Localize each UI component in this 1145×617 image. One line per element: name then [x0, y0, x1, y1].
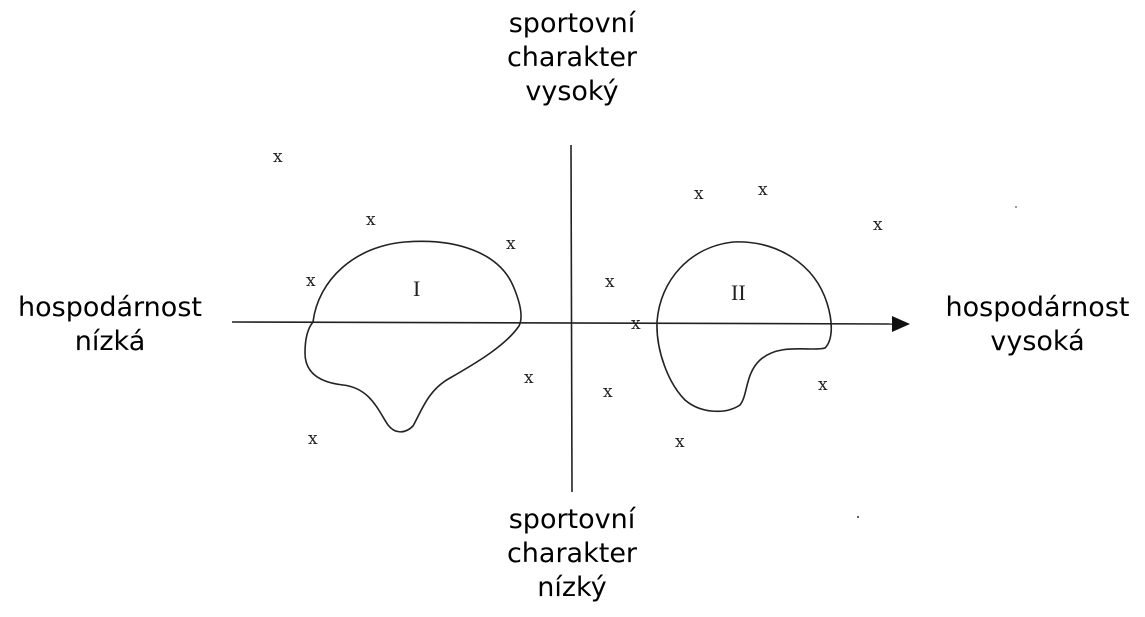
- cluster-one-label: I: [413, 276, 420, 301]
- horizontal-axis-left-label: hospodárnost nízká: [0, 291, 220, 359]
- marker: x: [273, 147, 283, 167]
- marker: x: [631, 314, 641, 334]
- label-line: nízká: [74, 326, 146, 357]
- speck: [856, 515, 860, 519]
- marker: x: [603, 382, 613, 402]
- marker: x: [873, 215, 883, 235]
- label-line: sportovní: [508, 8, 636, 39]
- marker: x: [524, 368, 534, 388]
- label-line: charakter: [506, 42, 638, 73]
- arrow-right-icon: [892, 316, 910, 332]
- cluster-two-label: II: [731, 280, 746, 305]
- marker: x: [694, 184, 704, 204]
- label-line: nízký: [537, 572, 607, 603]
- marker: x: [605, 272, 615, 292]
- label-line: charakter: [506, 538, 638, 569]
- marker: x: [506, 234, 516, 254]
- marker: x: [818, 375, 828, 395]
- horizontal-axis: [231, 321, 894, 325]
- speck: [1015, 206, 1017, 208]
- marker: x: [758, 180, 768, 200]
- cluster-one-outline: [304, 240, 522, 433]
- marker: x: [675, 432, 685, 452]
- markers: x x x x x x x x x x x x x x: [273, 147, 883, 452]
- horizontal-axis-right-label: hospodárnost vysoká: [930, 291, 1145, 359]
- label-line: hospodárnost: [945, 292, 1130, 323]
- label-line: sportovní: [508, 504, 636, 535]
- marker: x: [308, 429, 318, 449]
- label-line: vysoká: [990, 326, 1085, 357]
- vertical-axis-top-label: sportovní charakter vysoký: [472, 7, 672, 109]
- label-line: vysoký: [525, 76, 619, 107]
- marker: x: [306, 271, 316, 291]
- cluster-two-outline: [656, 241, 833, 413]
- marker: x: [366, 210, 376, 230]
- vertical-axis-bottom-label: sportovní charakter nízký: [472, 503, 672, 605]
- vertical-axis: [570, 144, 573, 493]
- label-line: hospodárnost: [18, 292, 202, 323]
